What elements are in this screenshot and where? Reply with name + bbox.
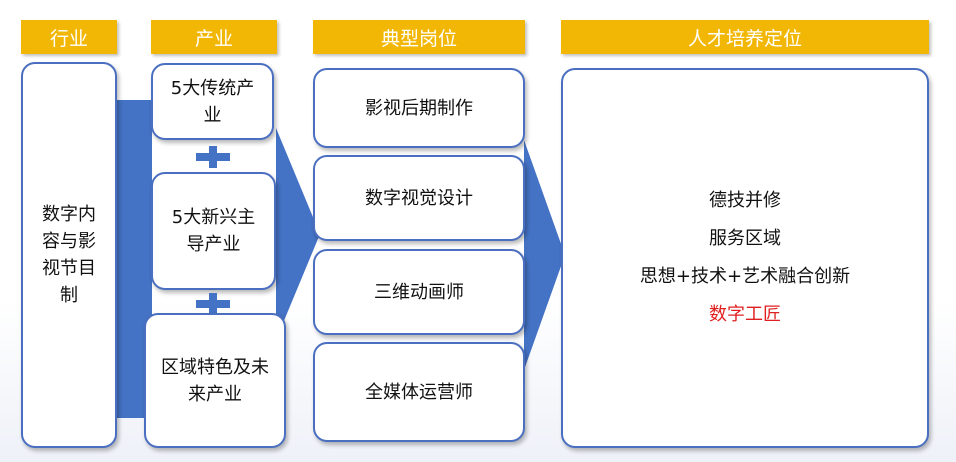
- header-talent: 人才培养定位: [561, 20, 929, 54]
- position-box: 全媒体运营师: [313, 342, 525, 442]
- plus-icon: [196, 293, 230, 315]
- sector-box-emerging: 5大新兴主导产业: [151, 172, 276, 290]
- position-label: 全媒体运营师: [365, 381, 473, 403]
- industry-box: 数字内容与影视节目制: [21, 62, 117, 448]
- plus-icon: [196, 146, 230, 168]
- sector-label: 区域特色及未来产业: [161, 356, 269, 405]
- position-box: 数字视觉设计: [313, 155, 525, 241]
- sector-label: 5大新兴主导产业: [171, 207, 256, 255]
- arrow-positions-to-talent: [524, 140, 565, 370]
- position-box: 影视后期制作: [313, 68, 525, 148]
- position-label: 影视后期制作: [365, 97, 473, 119]
- talent-line: 思想+技术+艺术融合创新: [639, 266, 851, 287]
- sector-box-traditional: 5大传统产业: [151, 63, 274, 140]
- position-label: 数字视觉设计: [365, 187, 473, 209]
- talent-line-highlight: 数字工匠: [709, 304, 781, 325]
- header-sector: 产业: [151, 20, 277, 54]
- talent-box: 德技并修 服务区域 思想+技术+艺术融合创新 数字工匠: [561, 68, 929, 448]
- position-box: 三维动画师: [313, 249, 525, 335]
- header-industry: 行业: [21, 20, 117, 54]
- industry-text: 数字内容与影视节目制: [42, 204, 96, 306]
- position-label: 三维动画师: [374, 281, 464, 303]
- sector-box-regional: 区域特色及未来产业: [144, 313, 286, 448]
- talent-line: 服务区域: [709, 228, 781, 249]
- arrow-sector-to-positions: [276, 128, 320, 340]
- talent-line: 德技并修: [709, 190, 781, 211]
- header-positions: 典型岗位: [313, 20, 525, 54]
- sector-label: 5大传统产业: [170, 77, 255, 126]
